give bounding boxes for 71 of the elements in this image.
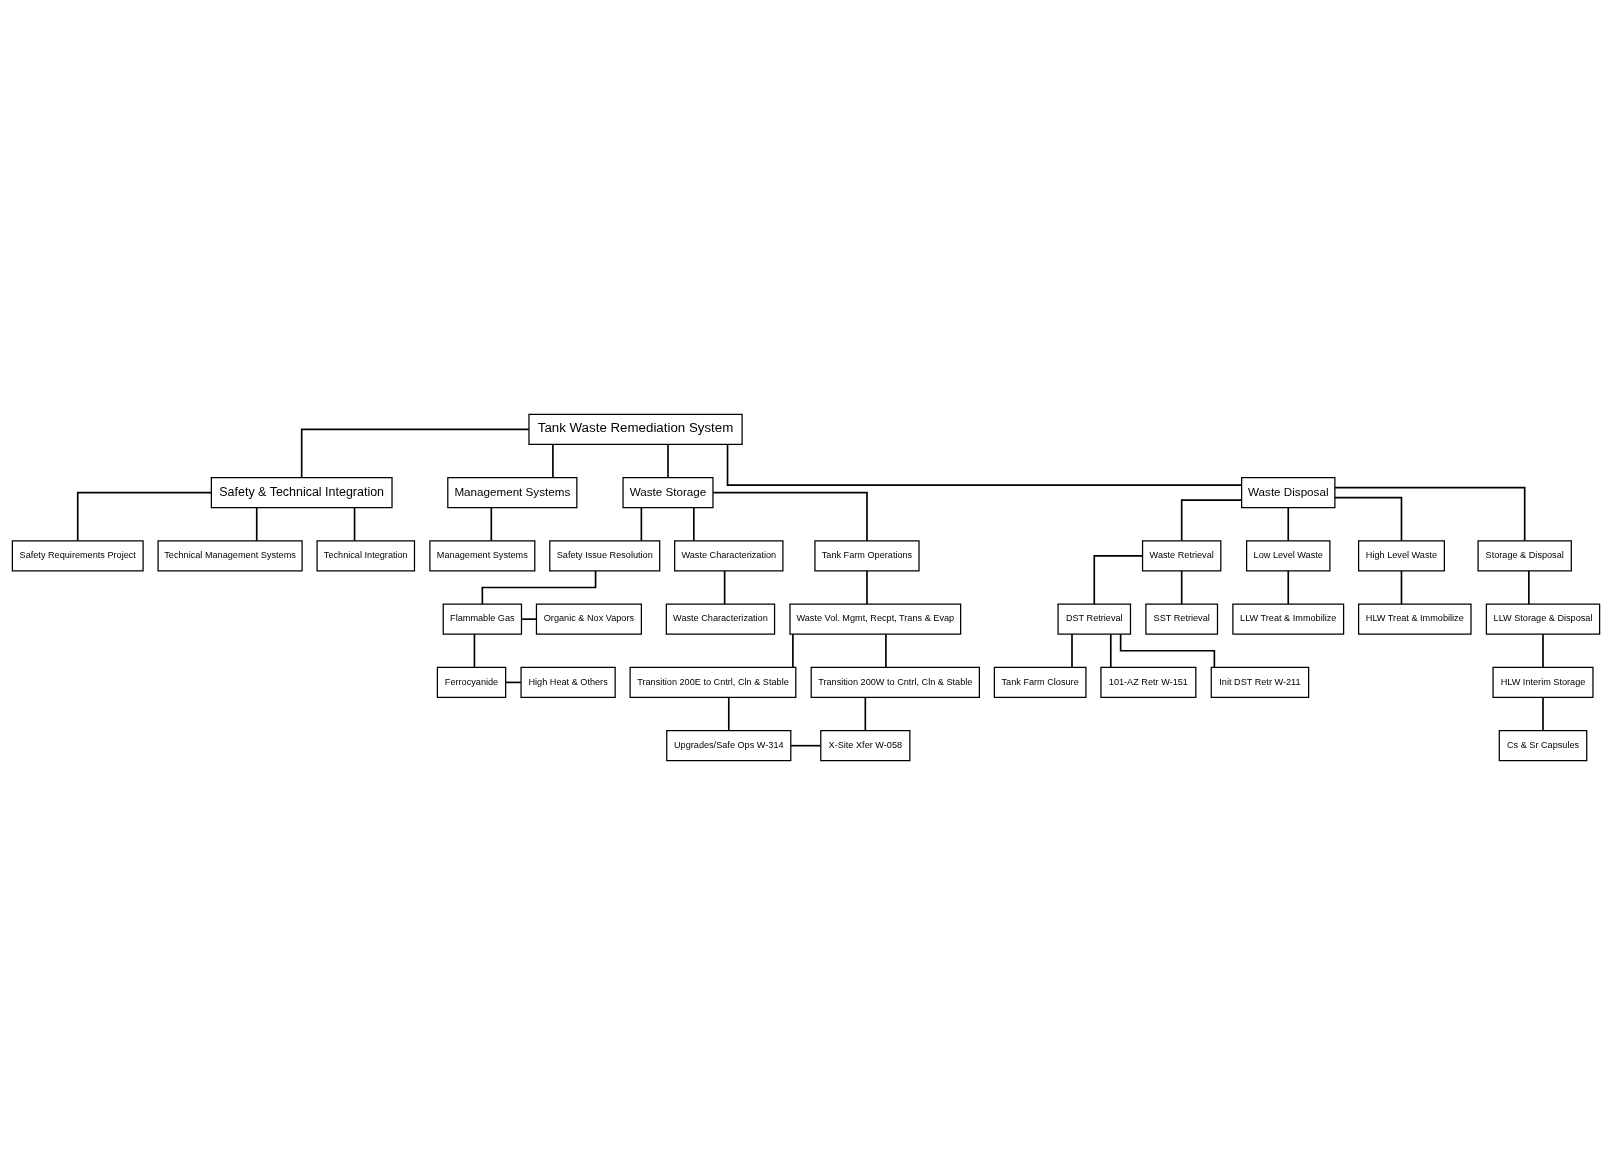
node-box: High Level Waste (1357, 539, 1445, 571)
node-box: Management Systems (447, 476, 578, 508)
connector (1542, 696, 1544, 731)
connector (727, 696, 730, 731)
node-box: Safety & Technical Integration (210, 476, 393, 508)
connector (640, 506, 643, 542)
node-box: Organic & Nox Vapors (535, 603, 642, 635)
connector (885, 632, 887, 668)
node-box: Waste Characterization (665, 603, 776, 635)
node-box: Safety Issue Resolution (549, 539, 661, 571)
node-box: Tank Farm Closure (993, 666, 1087, 698)
node-box: Waste Vol. Mgmt, Recpt, Trans & Evap (789, 603, 962, 635)
node-box: Technical Management Systems (157, 539, 303, 571)
connector (1334, 486, 1526, 542)
connector (300, 428, 530, 478)
node-box: Init DST Retr W-211 (1210, 666, 1310, 698)
node-box: Waste Storage (622, 476, 714, 508)
connector (1287, 506, 1290, 542)
connector (1109, 632, 1112, 668)
node-box: Flammable Gas (442, 603, 523, 635)
node-box: Low Level Waste (1246, 539, 1331, 571)
node-box: HLW Treat & Immobilize (1357, 603, 1472, 635)
connector (552, 442, 554, 478)
connector (490, 506, 493, 542)
node-box: HLW Interim Storage (1492, 666, 1594, 698)
node-box: Tank Farm Operations (814, 539, 920, 571)
connector (692, 506, 695, 542)
node-box: Tank Waste Remediation System (528, 413, 743, 445)
connector (481, 569, 597, 605)
connector (712, 491, 868, 542)
connector (726, 443, 1243, 486)
connector (520, 617, 538, 620)
connector (76, 491, 213, 542)
node-box: Management Systems (429, 539, 536, 571)
node-box: Ferrocyanide (436, 666, 507, 698)
connector (1287, 569, 1290, 605)
node-box: Transition 200E to Cntrl, Cln & Stable (629, 666, 797, 698)
connector (790, 744, 822, 746)
node-box: X-Site Xfer W-058 (820, 729, 911, 761)
connector (255, 506, 258, 542)
connector (864, 696, 867, 731)
node-box: 101-AZ Retr W-151 (1100, 666, 1197, 698)
connector (1180, 498, 1243, 541)
node-box: SST Retrieval (1145, 603, 1219, 635)
connector (792, 632, 794, 668)
connector (473, 632, 476, 668)
node-box: High Heat & Others (520, 666, 616, 698)
node-box: Storage & Disposal (1477, 539, 1572, 571)
node-box: Safety Requirements Project (11, 539, 144, 571)
connector (1334, 496, 1403, 542)
node-box: LLW Treat & Immobilize (1232, 603, 1345, 635)
connector (1180, 569, 1183, 605)
node-box: Waste Disposal (1241, 476, 1336, 508)
connector (353, 506, 356, 542)
connector (1400, 569, 1403, 605)
node-box: Cs & Sr Capsules (1498, 729, 1588, 761)
node-box: Upgrades/Safe Ops W-314 (666, 729, 792, 761)
connector (1542, 632, 1544, 668)
node-box: LLW Storage & Disposal (1485, 603, 1601, 635)
node-box: Technical Integration (316, 539, 416, 571)
connector (1071, 632, 1073, 668)
node-box: Transition 200W to Cntrl, Cln & Stable (810, 666, 980, 698)
connector (1119, 632, 1216, 668)
node-box: Waste Characterization (674, 539, 784, 571)
connector (866, 569, 868, 605)
node-box: Waste Retrieval (1141, 539, 1222, 571)
connector (1093, 554, 1144, 605)
node-box: DST Retrieval (1057, 603, 1132, 635)
connector (667, 442, 669, 478)
connector (723, 569, 726, 605)
connector (1528, 569, 1530, 605)
